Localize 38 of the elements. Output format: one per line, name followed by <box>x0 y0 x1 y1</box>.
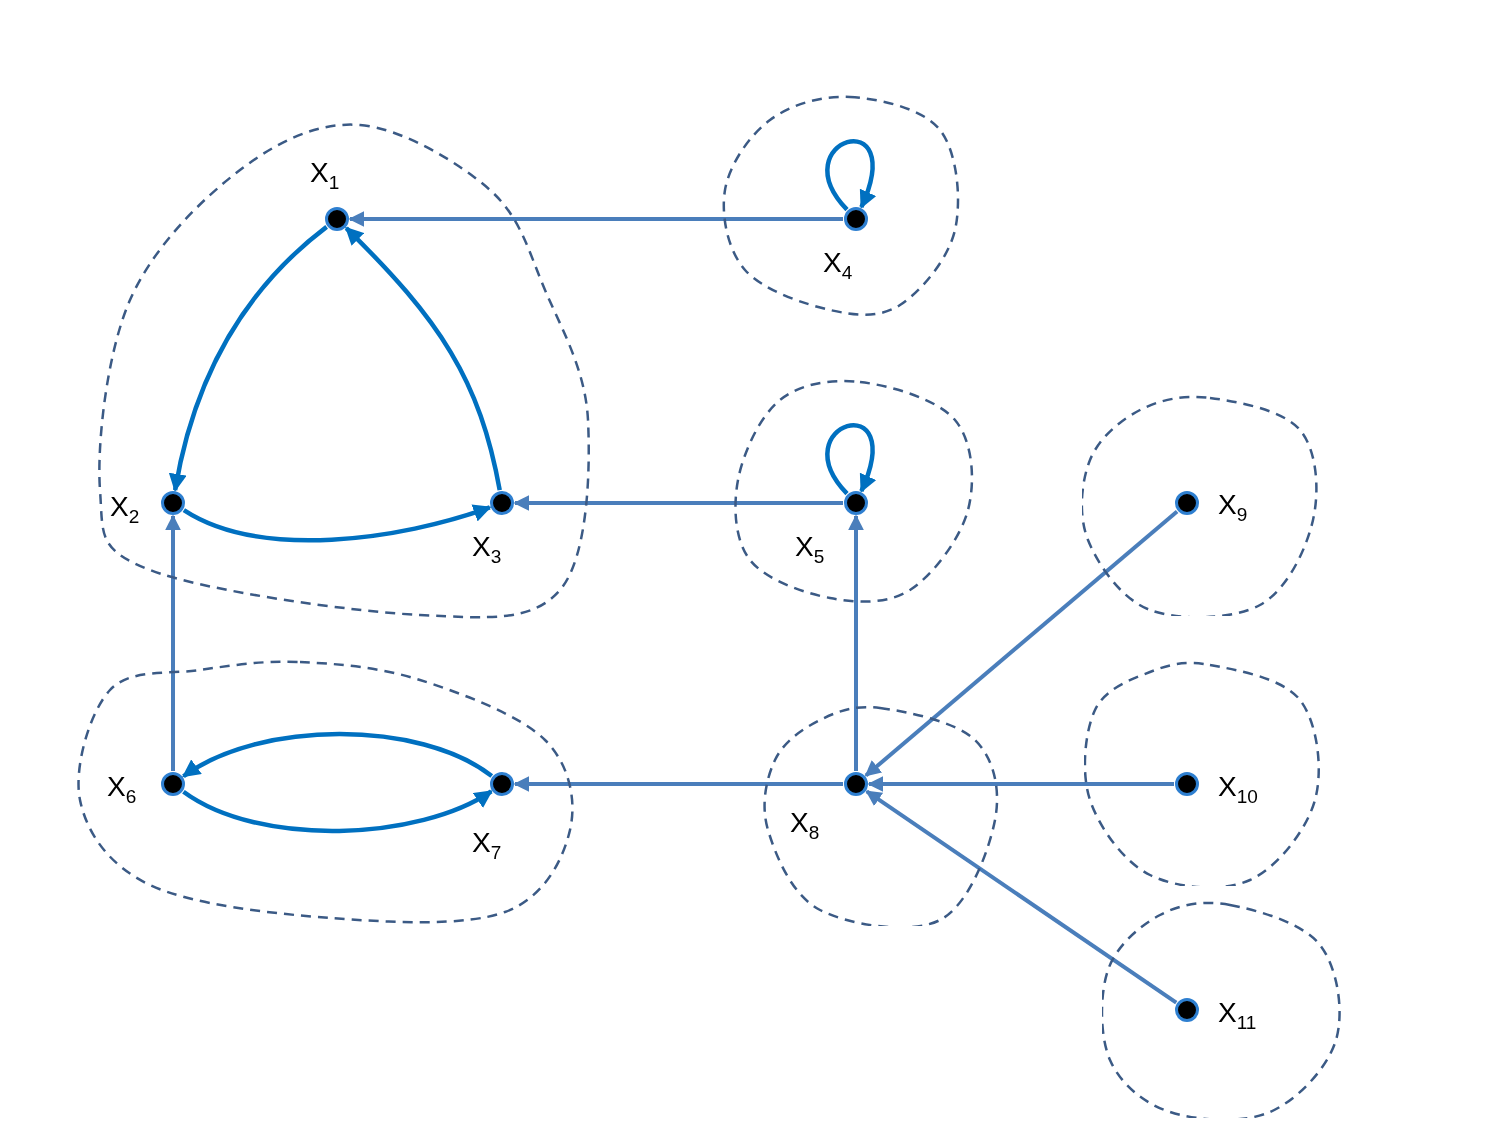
arrow <box>348 211 843 227</box>
vertex-label: X$_{3}$ <box>472 532 502 569</box>
vertex-label: X$_{6}$ <box>107 772 137 809</box>
arrow <box>864 509 1179 778</box>
dashed-blob <box>1084 659 1321 886</box>
vertex-label: X$_{5}$ <box>795 532 825 569</box>
arrow <box>344 226 502 491</box>
self-loop-arrow <box>825 139 876 211</box>
vertex-label: X$_{8}$ <box>790 808 820 845</box>
graph-vertex <box>161 491 185 515</box>
vertex-label: X$_{10}$ <box>1218 772 1258 809</box>
vertex-label: X$_{9}$ <box>1218 490 1248 527</box>
arrow <box>513 776 843 792</box>
vertex-label: X$_{1}$ <box>310 158 340 195</box>
arrow <box>513 495 843 511</box>
arrow <box>181 731 493 779</box>
arrow <box>165 514 181 771</box>
vertex-label: X$_{4}$ <box>823 248 853 285</box>
graph-vertex <box>844 207 868 231</box>
vertex-label: X$_{11}$ <box>1218 998 1257 1035</box>
vertex-label: X$_{7}$ <box>472 828 502 865</box>
graph-vertex <box>1175 998 1199 1022</box>
arrow <box>182 789 493 834</box>
arrow <box>867 776 1174 792</box>
self-loop-arrow <box>825 423 876 495</box>
graph-vertex <box>844 491 868 515</box>
graph-vertex <box>490 491 514 515</box>
graph-vertex <box>490 772 514 796</box>
graph-vertex <box>325 207 349 231</box>
vertex-label: X$_{2}$ <box>110 492 140 529</box>
arrow <box>182 504 492 543</box>
graph-vertex <box>1175 491 1199 515</box>
arrow <box>169 225 329 492</box>
arrow <box>848 514 864 771</box>
graph-vertex <box>1175 772 1199 796</box>
graph-vertex <box>844 772 868 796</box>
graph-vertex <box>161 772 185 796</box>
dashed-blob <box>1102 899 1342 1118</box>
